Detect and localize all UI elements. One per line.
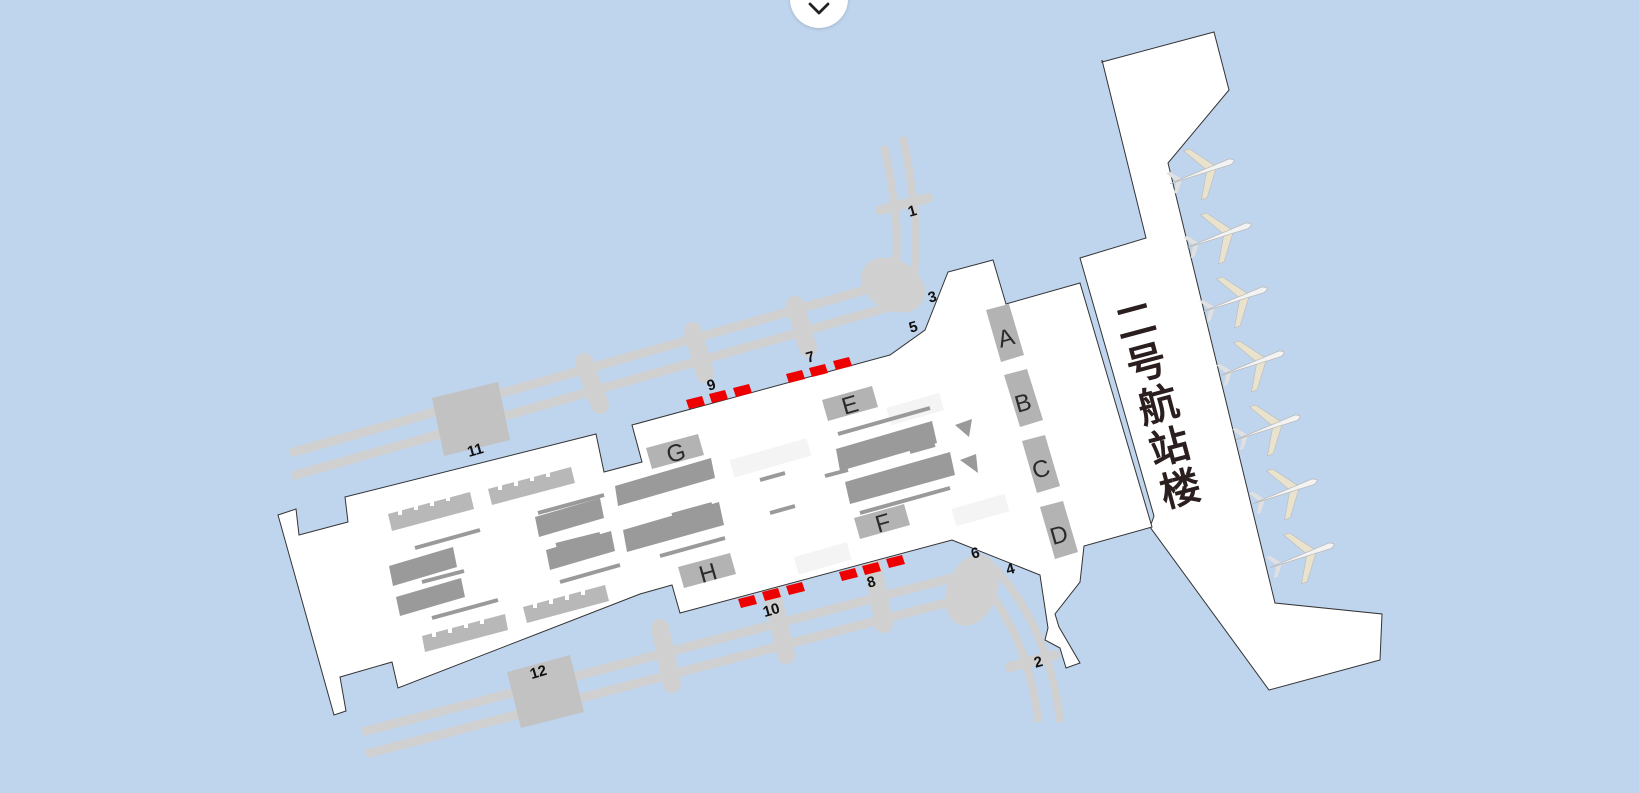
- aircraft-icon: [1243, 455, 1327, 529]
- zone-g-block: [646, 434, 704, 469]
- marker-10: 10: [761, 600, 782, 621]
- zone-e-block: [822, 386, 878, 421]
- zone-b-block: [1004, 369, 1043, 427]
- terminal-2-building: [1079, 31, 1383, 691]
- marker-9: 9: [705, 376, 718, 395]
- zone-d-block: [1040, 501, 1078, 559]
- parking-block-11: [432, 382, 510, 456]
- zone-label-f[interactable]: F: [872, 508, 894, 538]
- aircraft-icon: [1260, 519, 1344, 593]
- chevron-down-icon: [808, 2, 830, 15]
- zone-blocks: [646, 304, 1078, 588]
- zone-c-block: [1022, 435, 1060, 493]
- upper-junction: [861, 257, 925, 313]
- zone-h-block: [678, 553, 736, 588]
- zone-f-block: [854, 504, 910, 539]
- marker-12: 12: [528, 662, 549, 683]
- lower-junction: [945, 554, 999, 626]
- zone-label-e[interactable]: E: [839, 390, 862, 420]
- zone-a-block: [986, 304, 1024, 362]
- roads: [288, 136, 1064, 759]
- zone-label-b[interactable]: B: [1012, 388, 1035, 418]
- entrance-markers: [686, 357, 905, 608]
- interior-features: [388, 392, 1010, 652]
- marker-11: 11: [465, 440, 485, 461]
- parking-block-12: [507, 655, 584, 728]
- marker-3: 3: [926, 288, 939, 307]
- marker-5: 5: [907, 318, 920, 337]
- zone-label-a[interactable]: A: [995, 323, 1018, 353]
- aircraft-icon: [1226, 391, 1310, 465]
